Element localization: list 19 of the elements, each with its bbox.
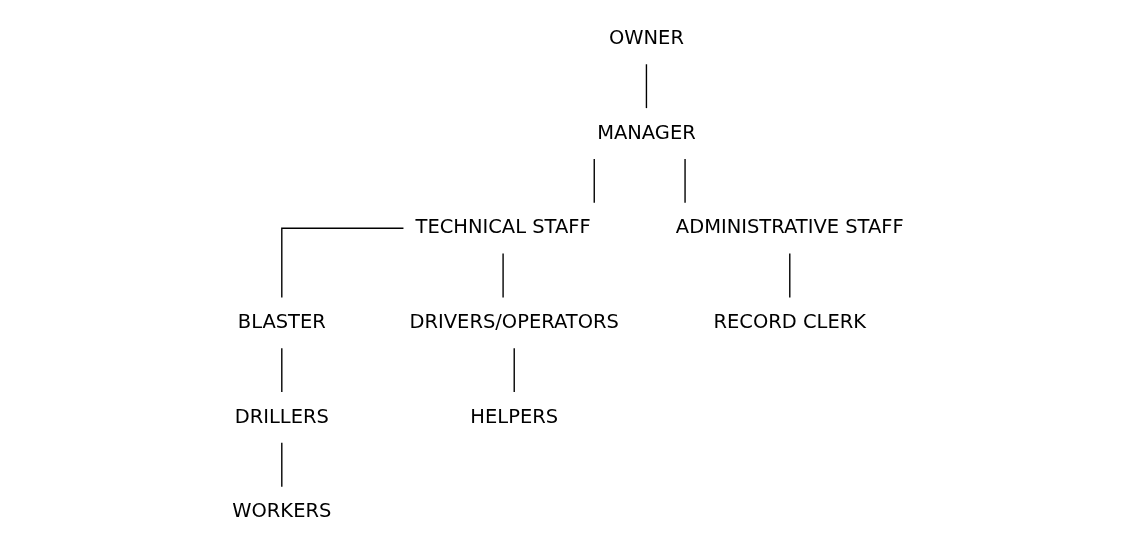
- connector: [593, 158, 595, 204]
- node-text: DRILLERS: [234, 404, 329, 428]
- node-text: MANAGER: [597, 120, 696, 144]
- node-text: RECORD CLERK: [713, 309, 867, 333]
- connector: [281, 227, 405, 299]
- node-text: WORKERS: [232, 499, 332, 523]
- node-text: ADMINISTRATIVE STAFF: [675, 215, 904, 239]
- connector: [513, 347, 515, 393]
- connector: [281, 347, 283, 393]
- node-text: DRIVERS/OPERATORS: [409, 309, 619, 333]
- connector: [645, 63, 648, 109]
- node-text: BLASTER: [237, 309, 326, 333]
- connector: [684, 158, 686, 204]
- connector: [789, 252, 791, 299]
- node-text: HELPERS: [470, 404, 559, 428]
- connector: [502, 252, 504, 299]
- connector: [281, 442, 283, 488]
- node-text: OWNER: [608, 26, 684, 50]
- node-text: TECHNICAL STAFF: [415, 215, 591, 239]
